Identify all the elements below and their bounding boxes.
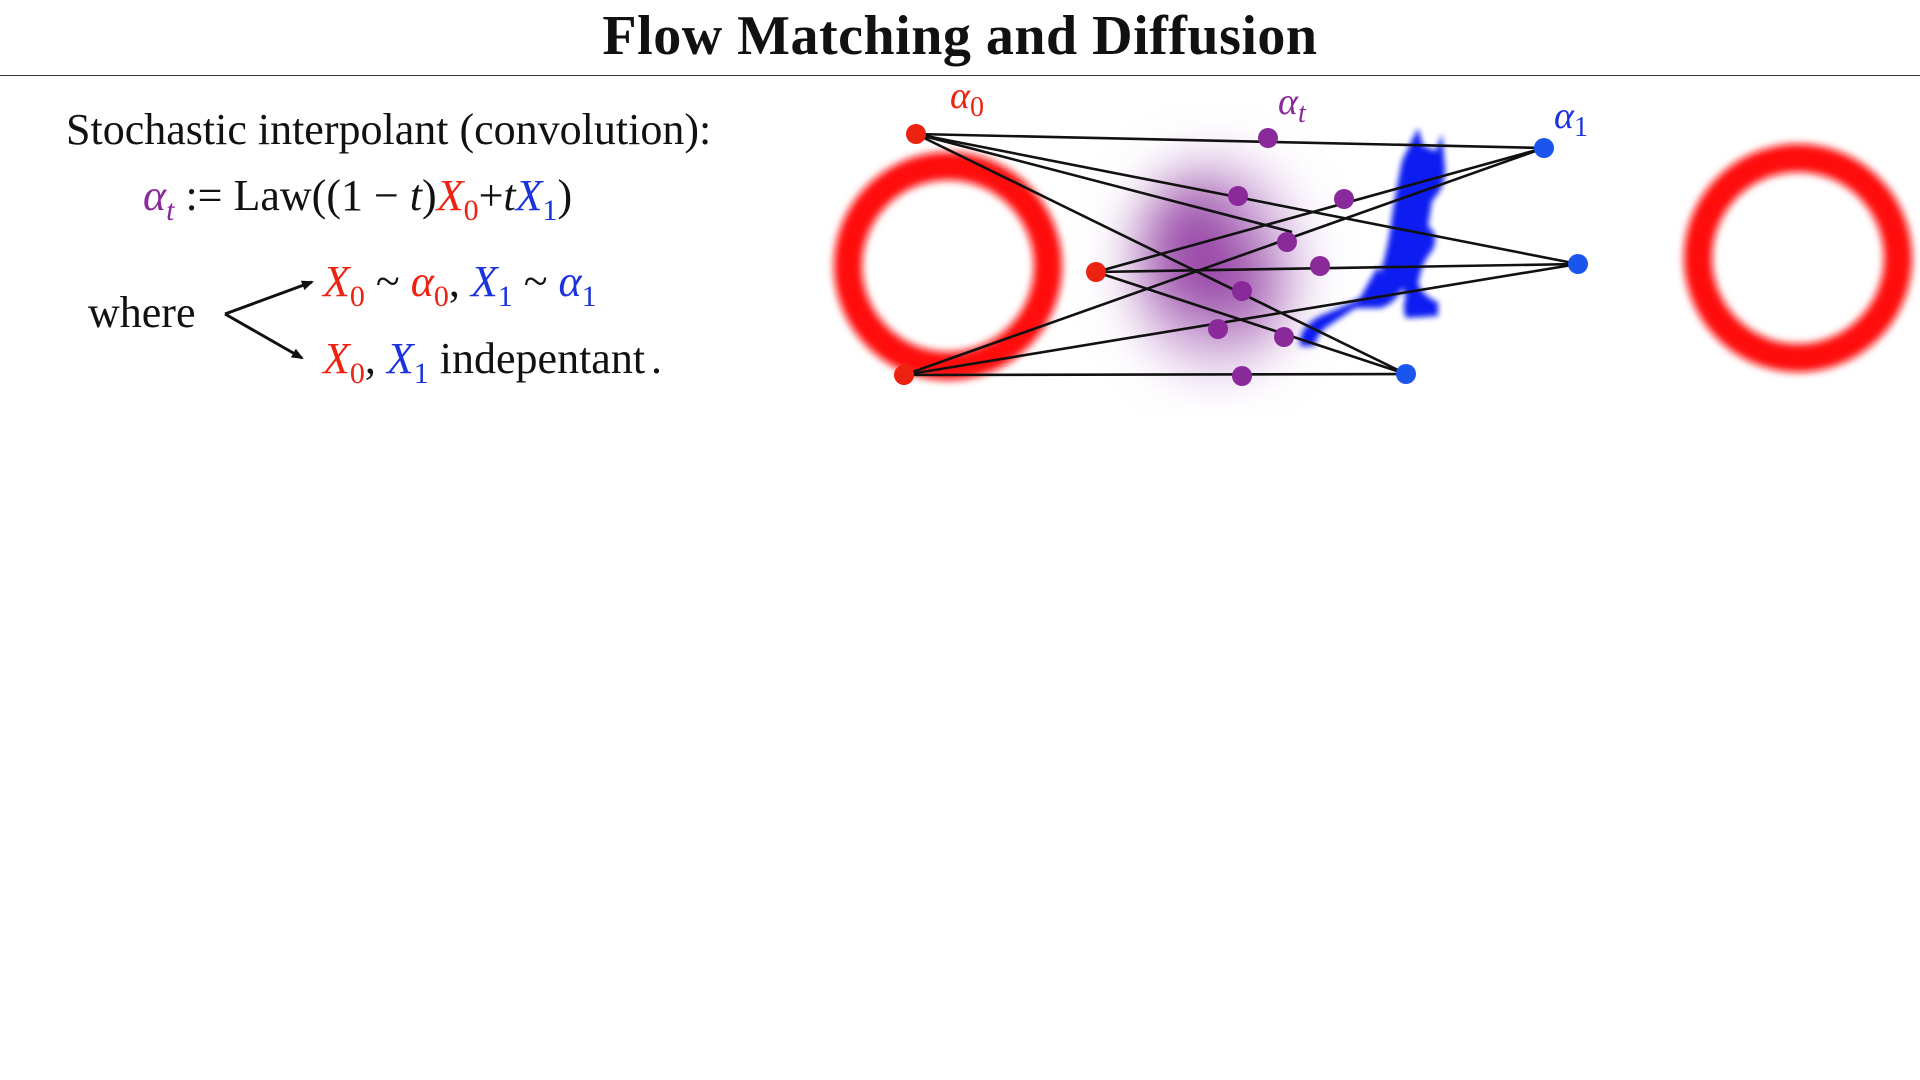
cond1-alpha0: α0: [410, 257, 449, 313]
x1-variable: X1: [515, 171, 558, 227]
page-title: Flow Matching and Diffusion: [602, 5, 1318, 67]
label-alpha-t: αt: [1278, 81, 1307, 129]
x0-variable: X0: [436, 171, 479, 227]
cond1-alpha1: α1: [558, 257, 597, 313]
cond2-text: indepentant: [428, 334, 646, 383]
where-label: where: [88, 288, 196, 337]
arrow-lower: [224, 312, 304, 360]
interpolant-equation: αt := Law((1 − t)X0+tX1): [143, 170, 573, 227]
interpolant-diagram: α0 αt α1: [834, 76, 1912, 386]
label-alpha-1: α1: [1554, 95, 1588, 143]
interpolant-statement: Stochastic interpolant (convolution):: [66, 105, 712, 154]
arrow-upper: [224, 280, 314, 316]
cond1-x0: X0: [323, 257, 365, 313]
close-paren: ): [422, 171, 437, 220]
target-ring: [1684, 144, 1912, 372]
cond2-period: .: [651, 334, 663, 383]
cond1-comma: ,: [448, 257, 471, 306]
cond1-sim-2: ~: [512, 257, 559, 306]
target-points: [1396, 138, 1588, 384]
label-alpha-0: α0: [950, 76, 984, 123]
end-paren: ): [557, 171, 573, 220]
title-divider: [0, 75, 1920, 76]
cond2-x0: X0: [323, 334, 365, 390]
cond1-x1: X1: [470, 257, 513, 313]
condition-independence: X0, X1 indepentant.: [323, 333, 663, 390]
cond2-x1: X1: [386, 334, 429, 390]
coupling-lines: [903, 132, 1579, 377]
condition-marginals: X0 ~ α0, X1 ~ α1: [323, 256, 597, 313]
source-ring: [834, 152, 1062, 380]
t-variable-2: t: [503, 171, 516, 220]
cond2-comma: ,: [364, 334, 387, 383]
interpolant-points: [1208, 128, 1354, 386]
cat-silhouette: [1299, 128, 1446, 346]
cond1-sim-1: ~: [364, 257, 411, 306]
law-prefix: := Law((1 −: [174, 171, 410, 220]
t-variable: t: [409, 171, 423, 220]
source-points: [894, 124, 1106, 385]
plus-sign: +: [478, 171, 504, 220]
alpha-t-symbol: αt: [143, 171, 175, 227]
branch-arrows: [224, 280, 314, 360]
